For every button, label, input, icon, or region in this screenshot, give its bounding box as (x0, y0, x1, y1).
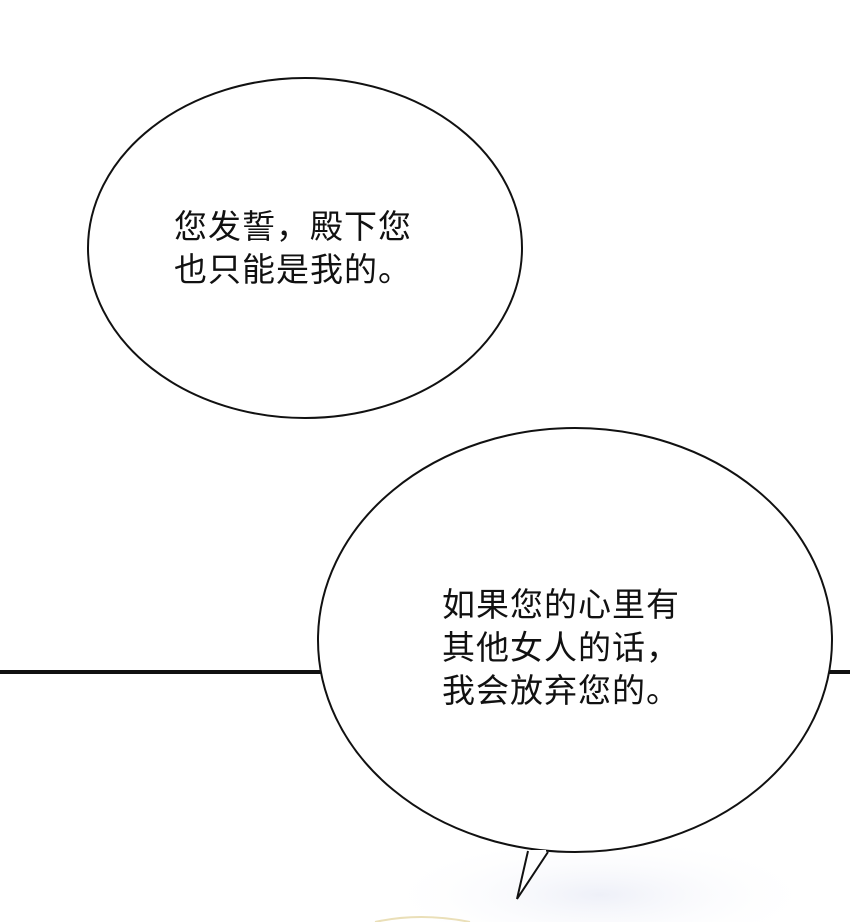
bubble-2-line: 其他女人的话， (442, 628, 680, 667)
character-hint (374, 916, 471, 922)
bubble-2-line: 如果您的心里有 (442, 585, 680, 624)
bubble-2-line: 我会放弃您的。 (442, 671, 680, 710)
bubble-1-text: 您发誓，殿下您 也只能是我的。 (174, 205, 412, 291)
speech-bubble-2 (317, 427, 833, 853)
bubble-1-line: 您发誓，殿下您 (174, 207, 412, 246)
speech-bubble-1 (87, 77, 523, 419)
bubble-2-text: 如果您的心里有 其他女人的话， 我会放弃您的。 (442, 583, 680, 712)
bubble-1-line: 也只能是我的。 (174, 250, 412, 289)
speech-bubble-tail (516, 850, 549, 900)
background-glow (380, 835, 820, 922)
